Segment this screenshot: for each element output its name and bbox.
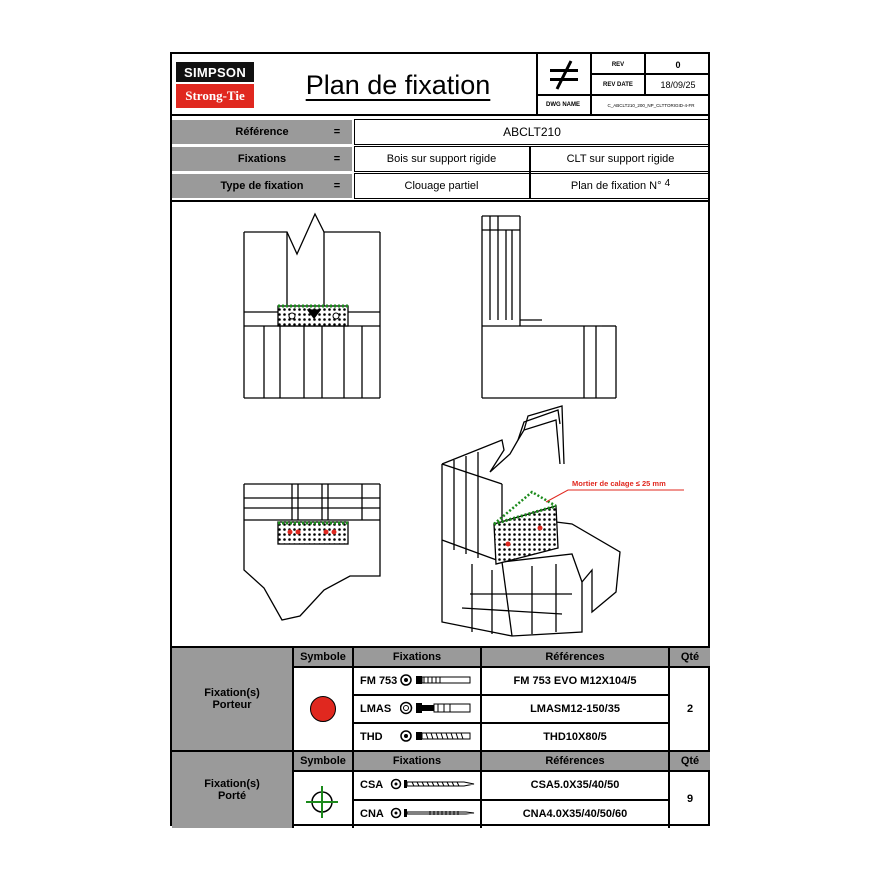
info-grey-row-3 <box>172 174 352 198</box>
dwg-name-label: DWG NAME <box>546 102 580 108</box>
porte-fix-csa: CSA <box>354 772 480 798</box>
equals-sign-1: = <box>333 126 341 138</box>
porteur-qte: 2 <box>686 703 694 715</box>
dwg-name-value: C_ABCLT210_200_NP_CLTTORIGID-4-FR <box>607 102 695 108</box>
strong-tie-logo: Strong-Tie <box>176 84 254 108</box>
equals-sign-3: = <box>333 180 341 192</box>
anchor-bolt-icon <box>400 673 474 689</box>
front-bracket-drawing <box>277 304 349 327</box>
ring-nail-icon <box>390 807 476 822</box>
drawing-area: Mortier de calage ≤ 25 mm <box>172 202 710 646</box>
porte-ref-csa: CSA5.0X35/40/50 <box>530 779 620 791</box>
isometric-bracket-drawing <box>493 490 559 565</box>
sleeve-anchor-icon <box>399 701 474 718</box>
porteur-ref-thd: THD10X80/5 <box>543 731 607 743</box>
reference-label: Référence <box>235 126 289 138</box>
porteur-col-references: Références <box>482 648 668 666</box>
green-crosshair-icon <box>304 785 340 819</box>
fixations-value-clt: CLT sur support rigide <box>566 153 675 165</box>
rev-value: 0 <box>675 59 681 70</box>
isometric-view-drawing <box>441 405 621 637</box>
porteur-label-2: Porteur <box>212 699 252 711</box>
plan-number-cell: Plan de fixation N° 4 <box>531 174 710 198</box>
porte-group: Fixation(s) Porté <box>172 752 292 828</box>
porte-col-references: Références <box>482 752 668 770</box>
porte-qte: 9 <box>686 793 694 805</box>
side-view-drawing <box>481 215 617 399</box>
wood-screw-icon <box>390 778 476 793</box>
porteur-col-fixations: Fixations <box>354 648 480 666</box>
red-fixing-points <box>287 525 543 547</box>
info-grey-row-2 <box>172 147 352 171</box>
fixation-sheet: SIMPSON Strong-Tie Plan de fixation REV … <box>170 52 710 828</box>
porte-fix-cna: CNA <box>354 801 480 827</box>
porte-label-1: Fixation(s) <box>204 778 260 790</box>
rev-label: REV <box>611 61 625 68</box>
fixations-label: Fixations <box>237 153 287 165</box>
reference-value: ABCLT210 <box>503 125 561 139</box>
porteur-fix-lmas: LMAS <box>354 696 480 722</box>
front-view-drawing <box>243 212 381 399</box>
simpson-logo: SIMPSON <box>176 62 254 82</box>
rev-date-label: REV DATE <box>603 81 633 88</box>
fixations-value-wood: Bois sur support rigide <box>386 153 497 165</box>
porteur-ref-lmas: LMASM12-150/35 <box>530 703 620 715</box>
porte-col-symbole: Symbole <box>294 752 352 770</box>
equals-sign-2: = <box>333 153 341 165</box>
porteur-col-qte: Qté <box>670 648 710 666</box>
porteur-fix-fm753: FM 753 <box>354 668 480 694</box>
info-grey-row-1 <box>172 120 352 144</box>
porteur-fix-thd: THD <box>354 724 480 750</box>
type-label: Type de fixation <box>220 180 304 192</box>
top-bracket-drawing <box>277 521 349 545</box>
not-equal-icon <box>542 58 586 92</box>
top-view-drawing <box>243 483 381 621</box>
porte-ref-cna: CNA4.0X35/40/50/60 <box>522 808 628 820</box>
porteur-col-symbole: Symbole <box>294 648 352 666</box>
red-dot-icon <box>310 696 336 722</box>
plan-number: 4 <box>664 177 671 189</box>
plan-label: Plan de fixation N° <box>570 180 662 192</box>
porteur-group: Fixation(s) Porteur <box>172 648 292 750</box>
rev-date-value: 18/09/25 <box>660 79 696 90</box>
porteur-label-1: Fixation(s) <box>204 687 260 699</box>
porteur-ref-fm753: FM 753 EVO M12X104/5 <box>513 675 637 687</box>
porte-col-fixations: Fixations <box>354 752 480 770</box>
porte-col-qte: Qté <box>670 752 710 770</box>
mortar-annotation: Mortier de calage ≤ 25 mm <box>572 479 666 488</box>
type-value: Clouage partiel <box>404 180 479 192</box>
porte-label-2: Porté <box>217 790 247 802</box>
concrete-screw-icon <box>400 729 474 745</box>
page-title: Plan de fixation <box>305 69 491 100</box>
